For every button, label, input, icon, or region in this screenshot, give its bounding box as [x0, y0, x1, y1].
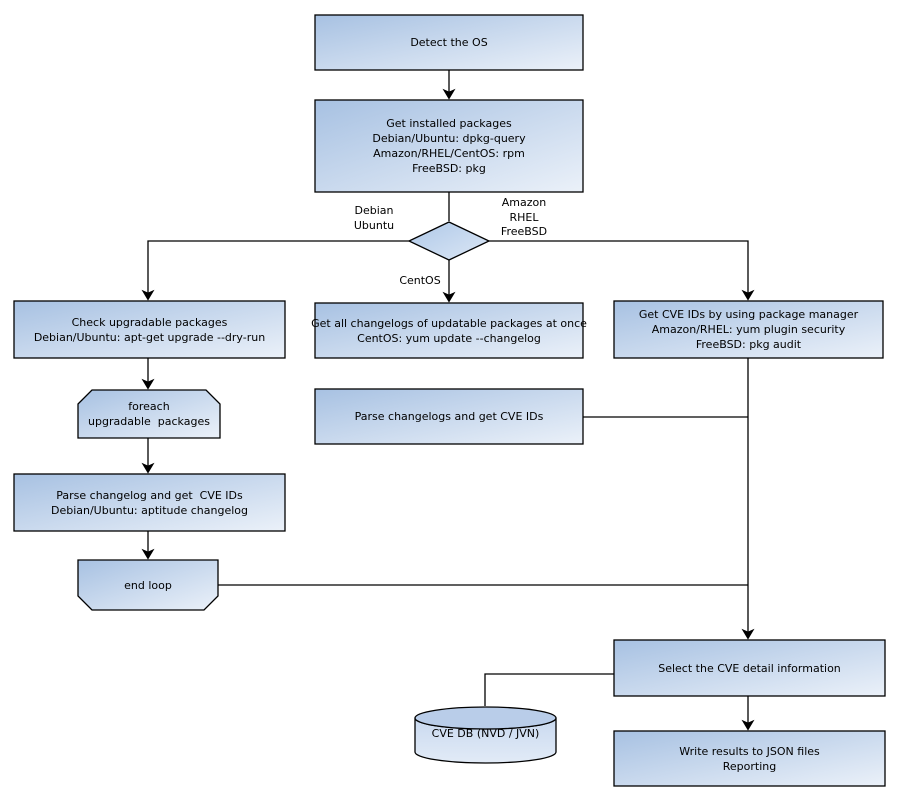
write-results-shape [613, 730, 886, 787]
cve-db-cylinder-top [414, 706, 557, 730]
edge-decision-to-check-upgradable [141, 240, 409, 301]
get-all-changelogs-shape [314, 302, 584, 359]
edge-decision-to-get-cve-ids [489, 240, 755, 301]
get-cve-ids-shape [613, 300, 884, 359]
parse-changelog-shape [13, 473, 286, 532]
end-loop-shape [77, 559, 219, 611]
parse-changelogs-shape [314, 388, 584, 445]
check-upgradable-shape [13, 300, 286, 359]
os-decision-diamond [407, 221, 491, 261]
detect-os-shape [314, 14, 584, 71]
select-cve-detail-shape [613, 639, 886, 697]
edge-select-to-cvedb [484, 673, 614, 706]
get-installed-packages-shape [314, 99, 584, 193]
foreach-loop-shape [77, 389, 221, 439]
connectors [141, 70, 755, 731]
